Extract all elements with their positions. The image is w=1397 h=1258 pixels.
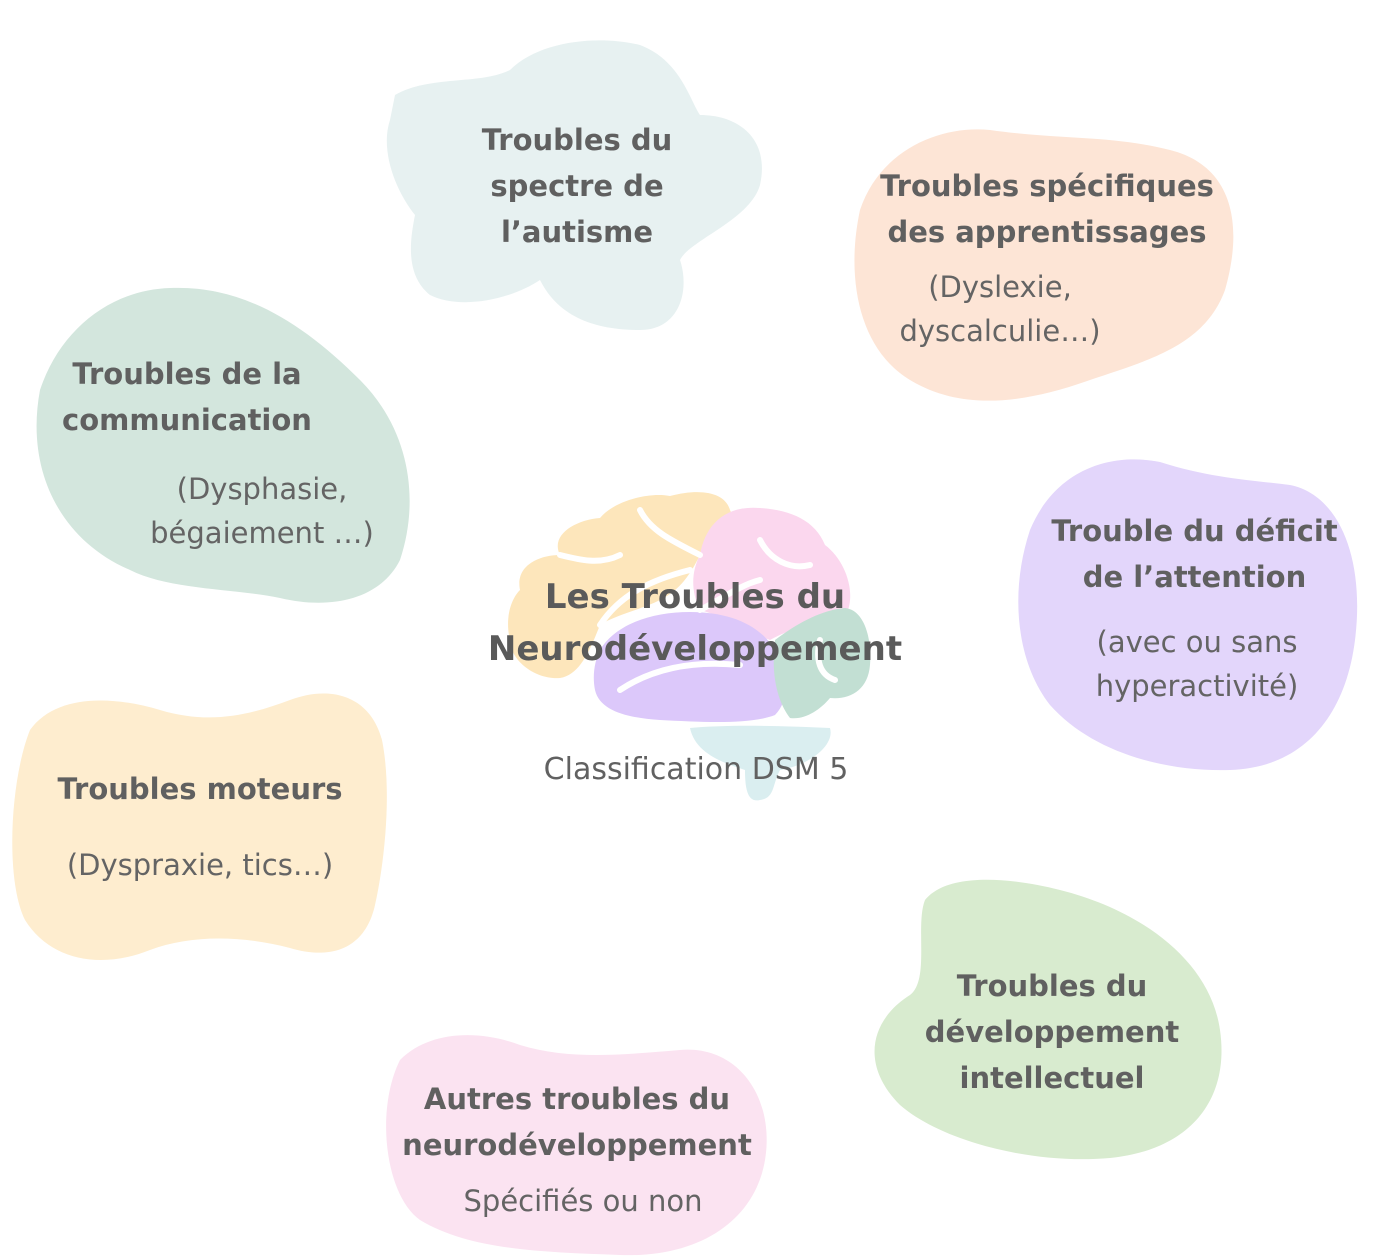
- communication-label-line-2: communication: [47, 397, 327, 443]
- autism-label-line-2: spectre de: [427, 163, 727, 209]
- diagram-subtitle: Classification DSM 5: [496, 752, 896, 787]
- learning-label-line-1: Troubles spécifiques: [872, 163, 1222, 209]
- other-label-line-2: neurodéveloppement: [397, 1122, 757, 1168]
- communication-blob: [37, 288, 410, 603]
- diagram-title-line-2: Neurodéveloppement: [440, 623, 950, 675]
- autism-label-line-3: l’autisme: [427, 209, 727, 255]
- autism-label-line-1: Troubles du: [427, 117, 727, 163]
- communication-detail-line-1: (Dysphasie,: [117, 467, 407, 511]
- communication-detail-line-2: bégaiement …): [117, 511, 407, 555]
- diagram-title: Les Troubles du Neurodéveloppement: [440, 571, 950, 675]
- intellectual-label-line-3: intellectuel: [902, 1055, 1202, 1101]
- communication-label: Troubles de la communication: [47, 351, 327, 443]
- adhd-blob: [1018, 459, 1357, 770]
- learning-detail: (Dyslexie, dyscalculie…): [870, 265, 1130, 353]
- autism-label: Troubles du spectre de l’autisme: [427, 117, 727, 255]
- communication-detail: (Dysphasie, bégaiement …): [117, 467, 407, 555]
- motor-detail: (Dyspraxie, tics…): [40, 843, 360, 887]
- adhd-label-line-2: de l’attention: [1042, 554, 1347, 600]
- other-detail-line-1: Spécifiés ou non: [433, 1179, 733, 1223]
- communication-label-line-1: Troubles de la: [47, 351, 327, 397]
- adhd-label: Trouble du déficit de l’attention: [1042, 508, 1347, 600]
- learning-detail-line-2: dyscalculie…): [870, 309, 1130, 353]
- motor-detail-line-1: (Dyspraxie, tics…): [40, 843, 360, 887]
- learning-detail-line-1: (Dyslexie,: [870, 265, 1130, 309]
- other-label: Autres troubles du neurodéveloppement: [397, 1076, 757, 1168]
- adhd-detail-line-2: hyperactivité): [1067, 664, 1327, 708]
- diagram-title-line-1: Les Troubles du: [440, 571, 950, 623]
- other-detail: Spécifiés ou non: [433, 1179, 733, 1223]
- adhd-detail-line-1: (avec ou sans: [1067, 620, 1327, 664]
- motor-label-line-1: Troubles moteurs: [40, 766, 360, 812]
- intellectual-label-line-1: Troubles du: [902, 963, 1202, 1009]
- intellectual-label: Troubles du développement intellectuel: [902, 963, 1202, 1101]
- motor-blob: [12, 693, 387, 960]
- learning-label: Troubles spécifiques des apprentissages: [872, 163, 1222, 255]
- adhd-label-line-1: Trouble du déficit: [1042, 508, 1347, 554]
- intellectual-label-line-2: développement: [902, 1009, 1202, 1055]
- adhd-detail: (avec ou sans hyperactivité): [1067, 620, 1327, 708]
- motor-label: Troubles moteurs: [40, 766, 360, 812]
- other-label-line-1: Autres troubles du: [397, 1076, 757, 1122]
- learning-label-line-2: des apprentissages: [872, 209, 1222, 255]
